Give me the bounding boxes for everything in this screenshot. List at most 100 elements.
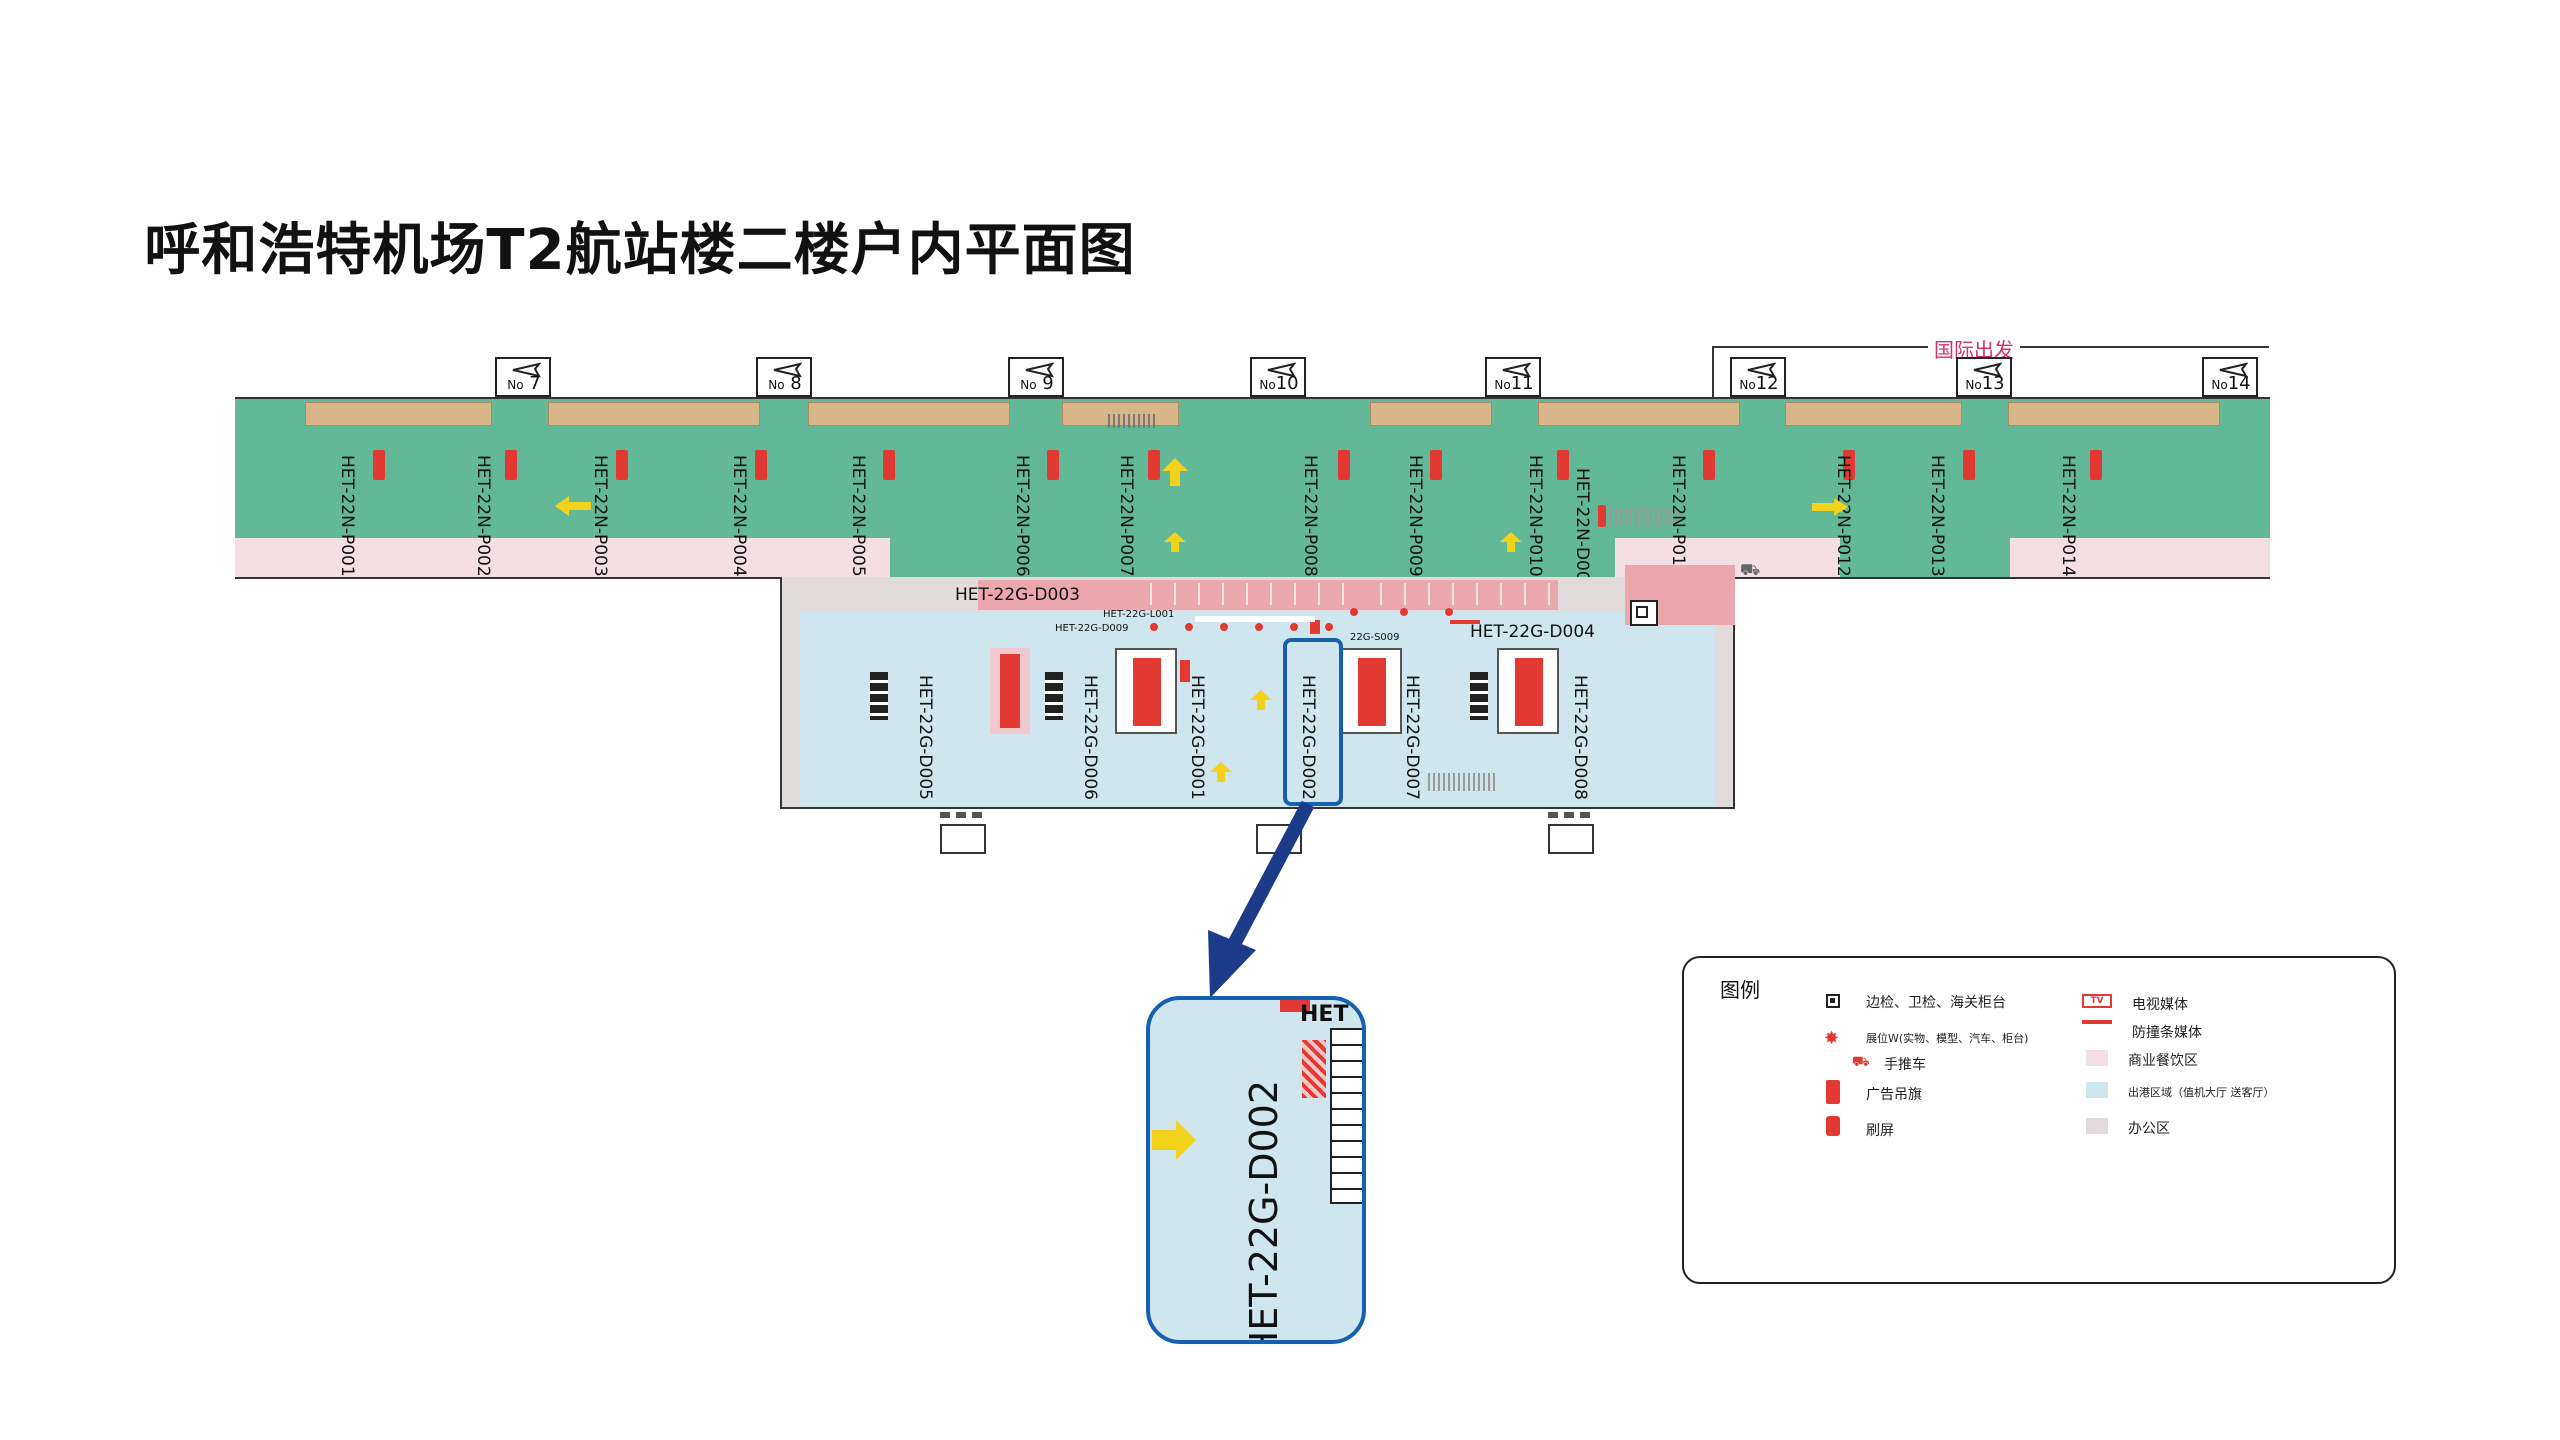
kiosk-cluster <box>1045 672 1063 720</box>
legend-title: 图例 <box>1720 978 1760 1002</box>
seat-row <box>1380 583 1555 605</box>
hanging-banner <box>1843 450 1855 480</box>
banner-label: HET-22N-P007 <box>1116 455 1136 577</box>
exhibit-dot <box>1220 623 1228 631</box>
commercial-swatch <box>2086 1050 2108 1066</box>
exhibit-dot <box>1445 608 1453 616</box>
boarding-bridge <box>305 402 492 426</box>
hanging-banner <box>616 450 628 480</box>
gate-sign: No 9 <box>1008 357 1064 397</box>
banner-label: HET-22N-P008 <box>1300 455 1320 577</box>
banner-label: HET-22N-P001 <box>337 455 357 577</box>
boarding-bridge <box>808 402 1010 426</box>
page-title: 呼和浩特机场T2航站楼二楼户内平面图 <box>144 218 1136 283</box>
legend: 图例 边检、卫检、海关柜台 ✸ 展位W(实物、模型、汽车、柜台) ⛟ 手推车 广… <box>1682 956 2396 1284</box>
legend-item-label: 展位W(实物、模型、汽车、柜台) <box>1866 1032 2029 1045</box>
banner-label: HET-22N-P006 <box>1012 455 1032 577</box>
banner-label: HET-22N-D001 <box>1572 468 1592 593</box>
hanging-banner-icon <box>1826 1080 1840 1104</box>
office-swatch <box>2086 1118 2108 1134</box>
gate-number: 14 <box>2227 373 2251 394</box>
banner-label: HET-22N-P005 <box>848 455 868 577</box>
boarding-bridge <box>548 402 760 426</box>
hanging-banner <box>1338 450 1350 480</box>
zone-label: HET-22G-D007 <box>1402 675 1422 800</box>
hanging-banner <box>505 450 517 480</box>
gate-sign: No 8 <box>756 357 812 397</box>
legend-item-label: 出港区域（值机大厅 送客厅） <box>2128 1086 2275 1099</box>
map-outline-bottom-left <box>235 577 780 579</box>
cart-icon: ⛟ <box>1852 1054 1870 1070</box>
arrow-up-icon <box>1164 532 1186 552</box>
gate-number: 8 <box>790 373 802 394</box>
arrow-right-icon <box>1152 1120 1196 1160</box>
zone-label: HET-22G-D006 <box>1080 675 1100 800</box>
hanging-banner <box>883 450 895 480</box>
departure-swatch <box>2086 1082 2108 1098</box>
green-zone-notch <box>1840 538 2010 578</box>
exhibit-dot <box>1400 608 1408 616</box>
floor-grille <box>1428 773 1496 791</box>
checkpoint-icon <box>1630 600 1658 626</box>
hanging-banner <box>1557 450 1569 480</box>
hanging-banner <box>755 450 767 480</box>
cart-icon: ⛟ <box>1740 560 1761 579</box>
zone-label: HET-22G-D003 <box>955 585 1080 605</box>
map-outline-top <box>235 397 2270 399</box>
entrance-icon <box>940 812 986 854</box>
zoom-label: HET-22G-D002 <box>1242 1080 1286 1344</box>
legend-item-label: 手推车 <box>1884 1057 1926 1073</box>
exhibit-dot <box>1185 623 1193 631</box>
gate-number: 7 <box>529 373 541 394</box>
arrow-left-icon <box>555 496 591 516</box>
screen-red <box>1310 620 1320 634</box>
legend-item-label: 商业餐饮区 <box>2128 1053 2198 1069</box>
arrow-up-icon <box>1500 532 1522 552</box>
hanging-banner <box>1703 450 1715 480</box>
banner-label: HET-22N-P013 <box>1927 455 1947 577</box>
exhibit-dot <box>1325 623 1333 631</box>
map-outline-bottom-right <box>1735 577 2270 579</box>
gate-sign: No14 <box>2202 357 2258 397</box>
hanging-banner <box>1430 450 1442 480</box>
floor-grille <box>1108 414 1156 428</box>
highlight-box <box>1283 638 1343 806</box>
commercial-strip-left <box>235 538 890 578</box>
legend-item-label: 边检、卫检、海关柜台 <box>1866 995 2006 1011</box>
legend-item-label: 办公区 <box>2128 1121 2170 1137</box>
exhibit-dot <box>1350 608 1358 616</box>
gate-sign: No11 <box>1485 357 1541 397</box>
zoom-red-bar <box>1280 1000 1310 1012</box>
zoom-arrow-icon <box>1208 800 1315 998</box>
plane-icon <box>1025 362 1054 378</box>
checkin-island <box>1497 648 1559 734</box>
exhibit-dot <box>1150 623 1158 631</box>
banner-label: HET-22N-P009 <box>1405 455 1425 577</box>
entrance-icon <box>1548 812 1594 854</box>
gate-number: 11 <box>1510 373 1534 394</box>
zoom-kiosk <box>1330 1028 1362 1204</box>
gate-number: 13 <box>1981 373 2005 394</box>
hanging-banner <box>373 450 385 480</box>
gate-number: 12 <box>1755 373 1779 394</box>
zone-label: HET-22G-D009 <box>1055 623 1129 634</box>
plane-icon <box>2219 362 2248 378</box>
zone-label: 22G-S009 <box>1350 632 1400 643</box>
white-bar <box>1195 616 1315 622</box>
zone-label: HET-22G-D005 <box>915 675 935 800</box>
banner-label: HET-22N-P012 <box>1833 455 1853 577</box>
legend-item-label: 防撞条媒体 <box>2132 1025 2202 1041</box>
screen-red <box>1180 660 1190 682</box>
zone-label: HET-22G-L001 <box>1103 609 1175 620</box>
zoom-screen <box>1302 1040 1326 1098</box>
banner-label: HET-22N-P010 <box>1525 455 1545 577</box>
arrow-up-icon <box>1210 762 1232 782</box>
plane-icon <box>773 362 802 378</box>
checkin-island <box>1115 648 1177 734</box>
boarding-bridge <box>1538 402 1740 426</box>
gate-sign: No 7 <box>495 357 551 397</box>
tv-media-red <box>1598 505 1606 527</box>
hanging-banner <box>1148 450 1160 480</box>
plane-icon <box>1267 362 1296 378</box>
